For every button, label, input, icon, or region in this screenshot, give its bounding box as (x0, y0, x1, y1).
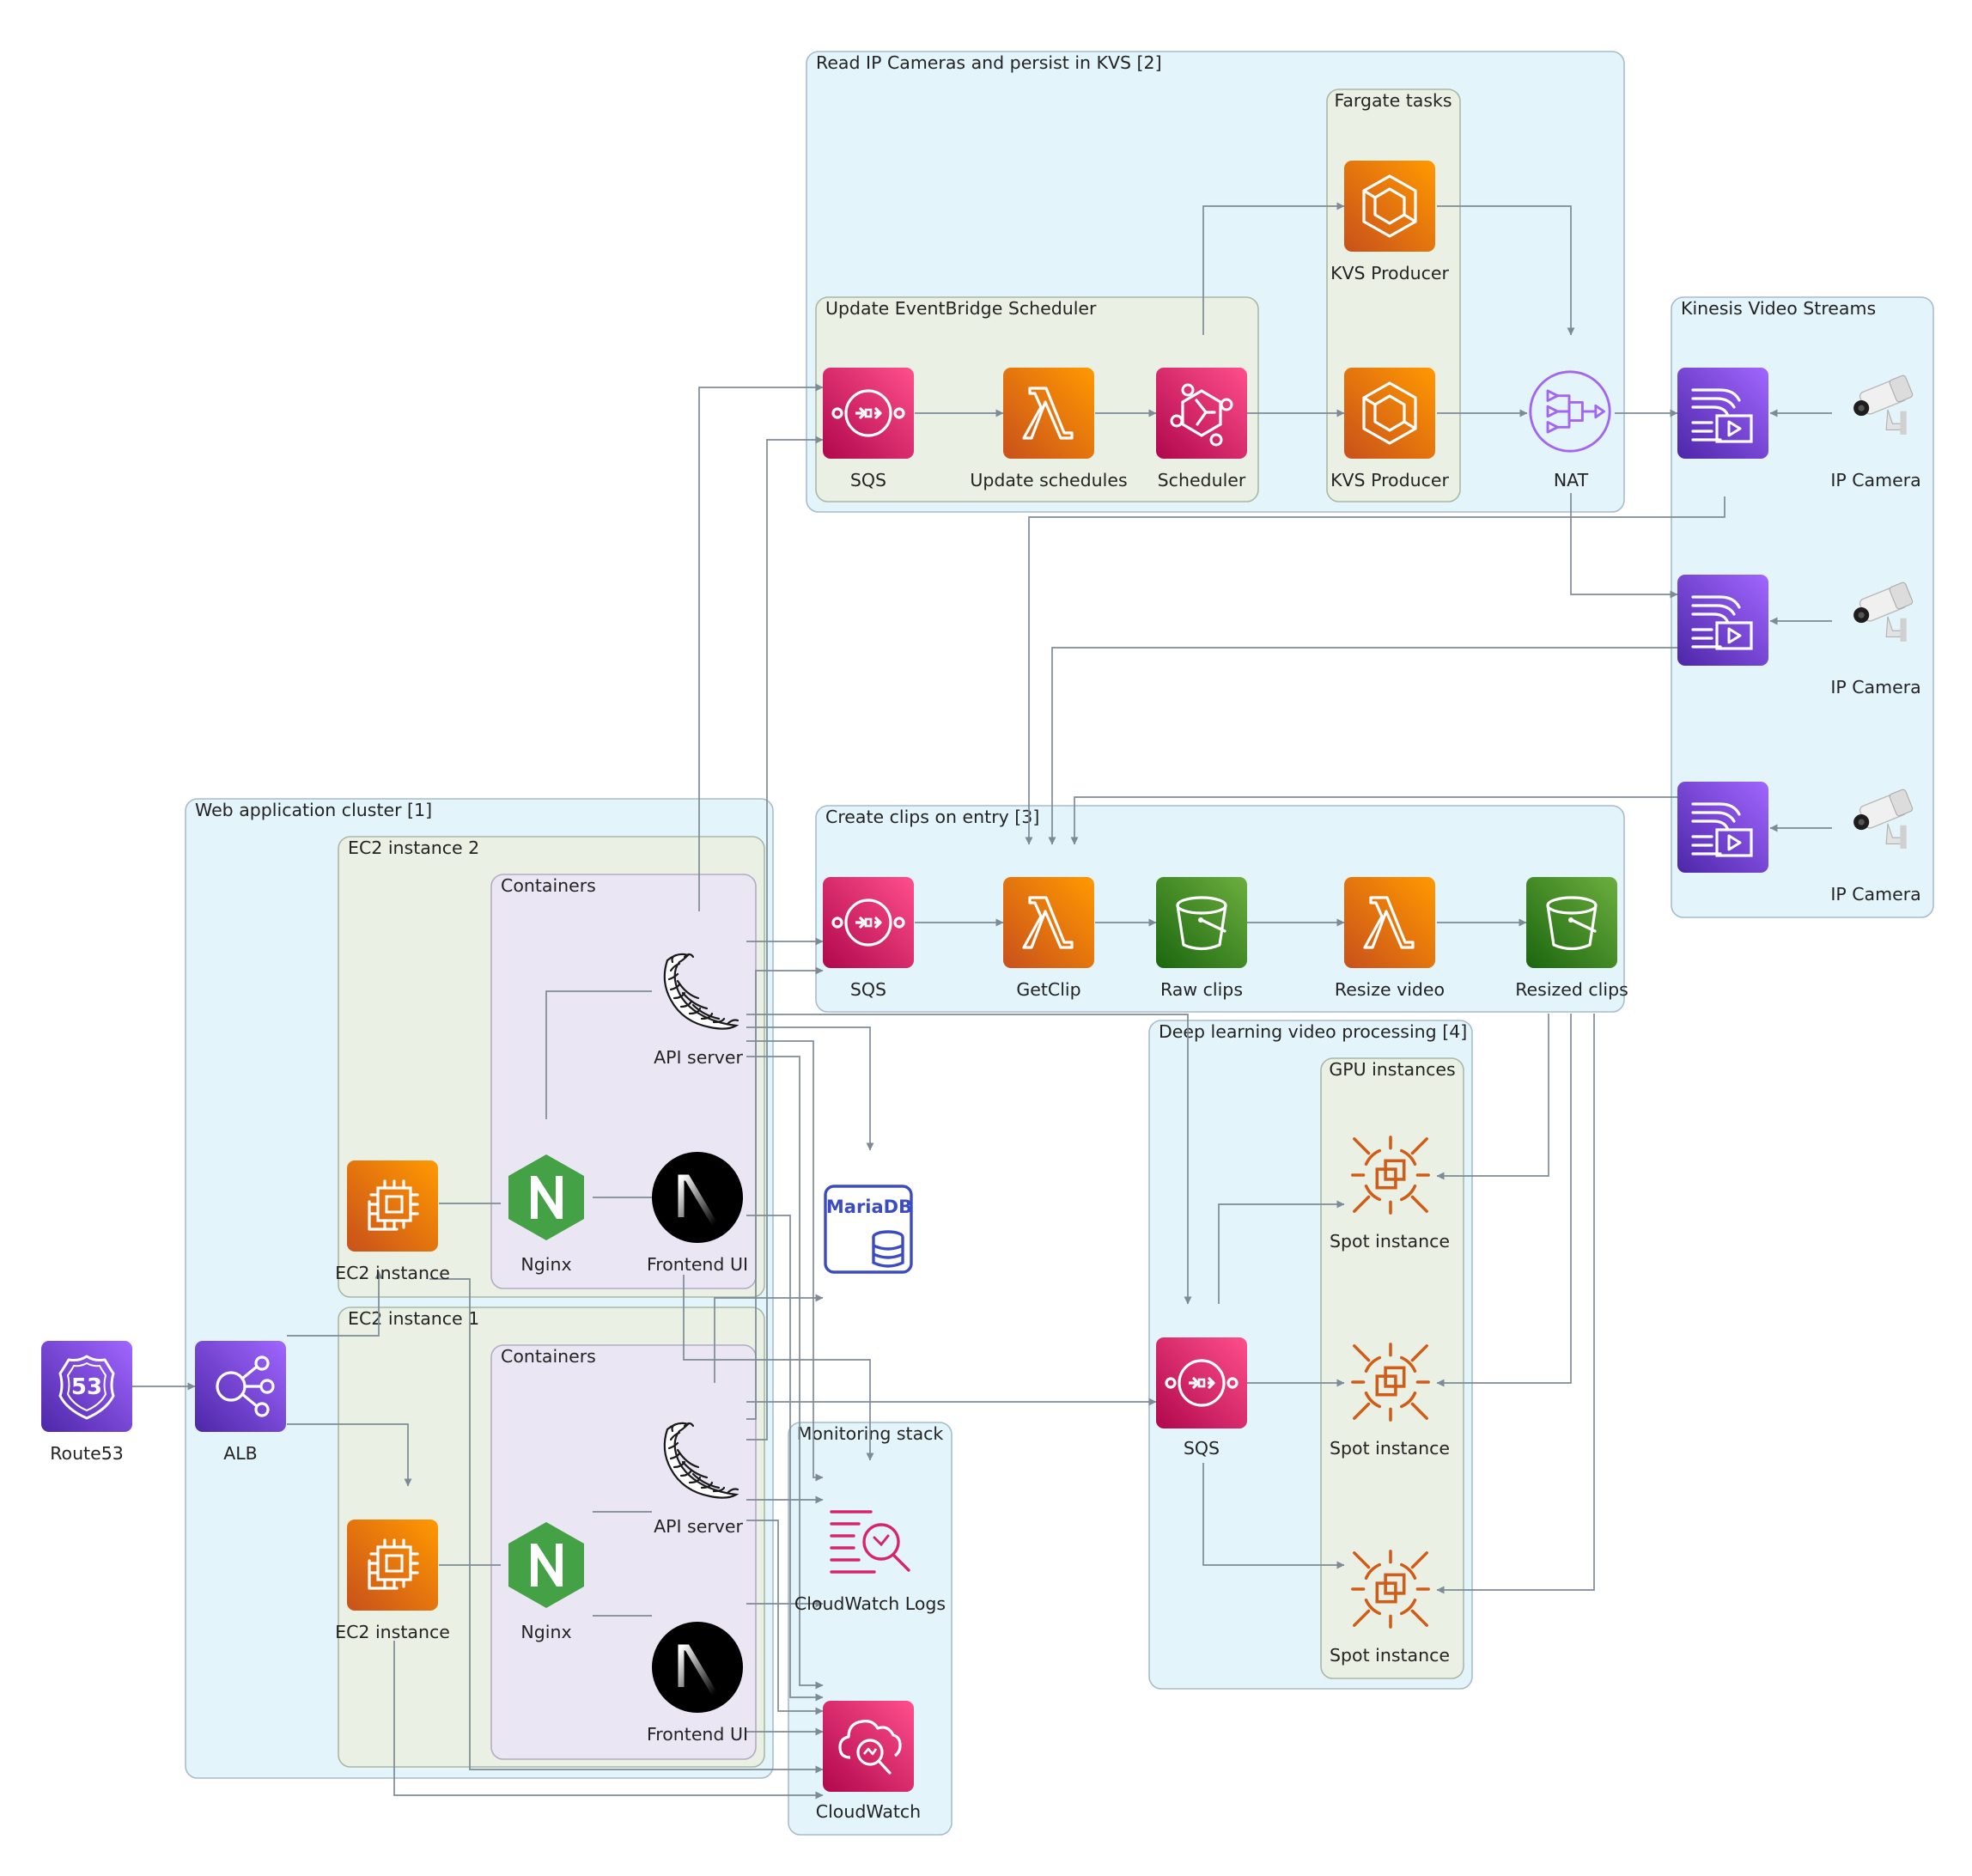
resized-clips-bucket-icon[interactable] (1526, 877, 1617, 968)
edge-sqs-gpu-to-spot-3 (1202, 1463, 1345, 1569)
cluster-kvs-title: Read IP Cameras and persist in KVS [2] (816, 52, 1162, 73)
cluster-gpu-title: GPU instances (1329, 1059, 1455, 1080)
edge-kvs-1-to-getclip (1025, 496, 1726, 845)
ec2-instance-1-icon[interactable] (347, 1520, 438, 1611)
edge-resized-to-spot-3 (1436, 1014, 1595, 1594)
edge-frontend-2-to-cloudwatch (746, 1215, 824, 1702)
edge-resized-to-spot-1 (1436, 1014, 1549, 1180)
edge-scheduler-to-kvs-producer-1 (1202, 202, 1345, 335)
sqs-clips-icon[interactable] (823, 877, 914, 968)
spot-instance-2-label: Spot instance (1330, 1438, 1450, 1459)
edge-alb-to-ec2-1 (287, 1423, 412, 1487)
kvs-producer-1-label: KVS Producer (1330, 263, 1449, 283)
frontend-2-nextjs-icon[interactable] (652, 1152, 743, 1243)
ip-camera-3-label: IP Camera (1830, 884, 1920, 904)
api-server-2-label: API server (654, 1047, 743, 1068)
cluster-ec2-1-title: EC2 instance 1 (348, 1308, 479, 1329)
edge-api-1-to-mariadb (714, 1294, 824, 1383)
cloudwatch-logs-label: CloudWatch Logs (794, 1593, 946, 1614)
cluster-kinesis-title: Kinesis Video Streams (1681, 298, 1876, 319)
edge-api-1-to-sqs-clips (746, 966, 824, 1420)
route53-label: Route53 (50, 1443, 124, 1464)
cloudwatch-label: CloudWatch (816, 1801, 921, 1822)
edge-ec2-2-to-cloudwatch (429, 1278, 824, 1774)
cluster-eventbridge-title: Update EventBridge Scheduler (825, 298, 1097, 319)
nodes-layer: SQS Update schedules Scheduler KVS Produ… (41, 161, 1921, 1822)
edge-api-2-to-mariadb (746, 1026, 874, 1151)
edges-layer (132, 202, 1832, 1800)
edge-api-2-to-cwlogs (746, 1040, 824, 1482)
raw-clips-bucket-icon[interactable] (1156, 877, 1247, 968)
edge-api-2-to-cloudwatch (746, 1056, 824, 1690)
edge-kvs-2-to-getclip (1048, 647, 1677, 845)
ip-camera-2-label: IP Camera (1830, 677, 1920, 697)
kinesis-stream-1-icon[interactable] (1677, 368, 1768, 459)
alb-icon[interactable] (195, 1341, 286, 1432)
resize-video-lambda-icon[interactable] (1344, 877, 1435, 968)
cluster-deep-title: Deep learning video processing [4] (1159, 1021, 1467, 1042)
raw-clips-label: Raw clips (1160, 979, 1243, 1000)
cluster-ec2-2-title: EC2 instance 2 (348, 838, 479, 858)
edge-api-2-to-sqs-gpu (746, 1014, 1192, 1305)
edge-sqs-gpu-to-spot-1 (1218, 1200, 1345, 1304)
nginx-1-label: Nginx (520, 1622, 571, 1642)
clusters-layer: Read IP Cameras and persist in KVS [2] F… (185, 51, 1934, 1836)
sqs-scheduler-label: SQS (850, 470, 886, 490)
edge-api-1-to-sqs-sched (746, 436, 824, 1440)
ec2-instance-2-label: EC2 instance (335, 1263, 450, 1283)
update-schedules-lambda-icon[interactable] (1003, 368, 1094, 459)
getclip-lambda-icon[interactable] (1003, 877, 1094, 968)
kvs-producer-2-ecs-icon[interactable] (1344, 368, 1435, 459)
sqs-clips-label: SQS (850, 979, 886, 1000)
edge-api-1-to-cloudwatch (746, 1520, 824, 1715)
edge-frontend-2-to-cwlogs (683, 1275, 874, 1461)
edge-nginx-2-to-api-2 (545, 990, 652, 1119)
sqs-gpu-icon[interactable] (1156, 1337, 1247, 1428)
cloudwatch-icon[interactable] (823, 1701, 914, 1792)
resized-clips-label: Resized clips (1515, 979, 1628, 1000)
edge-kvs-producer-1-to-nat (1437, 205, 1575, 336)
kinesis-stream-3-icon[interactable] (1677, 782, 1768, 873)
sqs-gpu-label: SQS (1184, 1438, 1220, 1459)
alb-label: ALB (223, 1443, 258, 1464)
kvs-producer-1-ecs-icon[interactable] (1344, 161, 1435, 252)
mariadb-logo-text: MariaDB (826, 1197, 912, 1217)
nat-label: NAT (1554, 470, 1589, 490)
route53-badge-text: 53 (71, 1374, 102, 1400)
nginx-2-label: Nginx (520, 1254, 571, 1275)
spot-instance-3-label: Spot instance (1330, 1645, 1450, 1666)
kvs-producer-2-label: KVS Producer (1330, 470, 1449, 490)
frontend-2-label: Frontend UI (647, 1254, 748, 1275)
cluster-clips-title: Create clips on entry [3] (825, 807, 1039, 827)
ip-camera-1-label: IP Camera (1830, 470, 1920, 490)
update-schedules-label: Update schedules (970, 470, 1127, 490)
edge-ec2-1-to-cloudwatch (393, 1641, 824, 1800)
scheduler-label: Scheduler (1158, 470, 1246, 490)
edge-alb-to-ec2-2 (287, 1270, 383, 1337)
cluster-containers-1-title: Containers (501, 1346, 596, 1367)
cluster-web-title: Web application cluster [1] (195, 800, 432, 820)
edge-nat-to-kvs-2 (1570, 493, 1678, 599)
kinesis-stream-2-icon[interactable] (1677, 575, 1768, 666)
edge-resized-to-spot-2 (1436, 1014, 1572, 1387)
api-server-1-label: API server (654, 1516, 743, 1537)
frontend-1-label: Frontend UI (647, 1724, 748, 1745)
resize-video-label: Resize video (1335, 979, 1445, 1000)
edge-api-2-to-sqs-sched (698, 383, 824, 911)
getclip-label: GetClip (1016, 979, 1080, 1000)
cluster-containers-2-title: Containers (501, 875, 596, 896)
scheduler-eventbridge-icon[interactable] (1156, 368, 1247, 459)
spot-instance-1-label: Spot instance (1330, 1231, 1450, 1252)
sqs-scheduler-icon[interactable] (823, 368, 914, 459)
ec2-instance-2-icon[interactable] (347, 1160, 438, 1252)
cluster-fargate-title: Fargate tasks (1334, 90, 1452, 111)
frontend-1-nextjs-icon[interactable] (652, 1622, 743, 1713)
ec2-instance-1-label: EC2 instance (335, 1622, 450, 1642)
edge-kvs-3-to-getclip (1070, 796, 1677, 845)
